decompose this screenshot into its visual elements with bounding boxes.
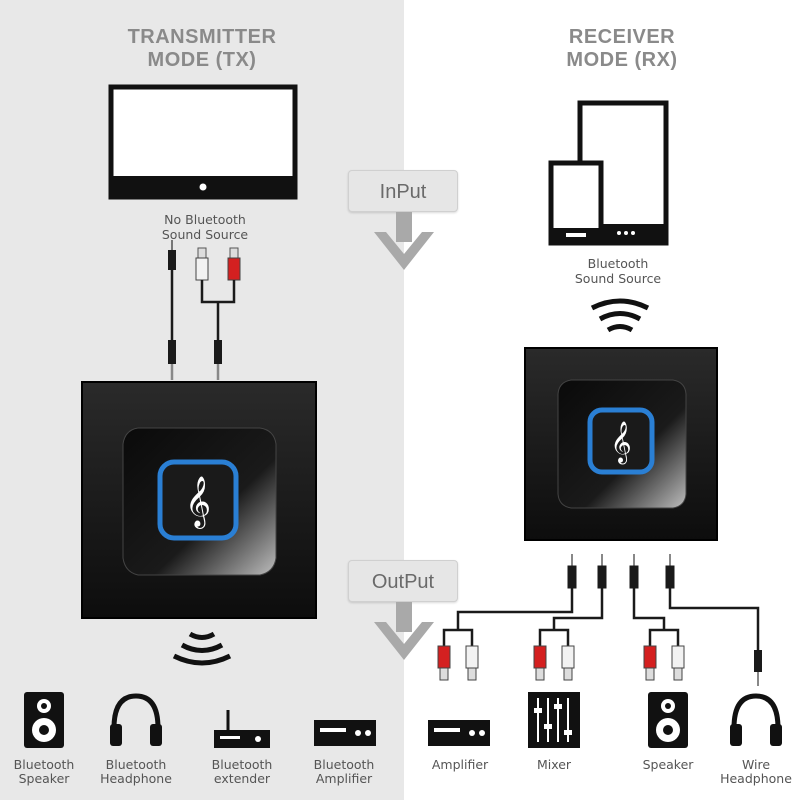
- transmitter-mode-title: TRANSMITTER MODE (TX): [92, 26, 312, 72]
- label-line1: Bluetooth: [13, 757, 75, 772]
- rx-wireless-signal-icon: [590, 298, 650, 333]
- label-line2: extender: [213, 771, 271, 786]
- rx-output-cables: [437, 554, 762, 686]
- label-line1: Bluetooth: [105, 757, 167, 772]
- tx-amplifier-icon: [314, 720, 376, 746]
- input-step-label: InPut: [379, 181, 427, 203]
- tx-wireless-signal-icon: [172, 631, 232, 666]
- tx-input-cables: [168, 240, 241, 380]
- rx-source-line1: Bluetooth: [587, 256, 649, 271]
- rx-title-line2: MODE (RX): [566, 49, 678, 71]
- rx-device-label-headphone: Wire Headphone: [706, 758, 800, 786]
- label-line1: Bluetooth: [211, 757, 273, 772]
- label-line2: Amplifier: [315, 771, 373, 786]
- rx-device-label-speaker: Speaker: [618, 758, 718, 772]
- label-line1: Amplifier: [431, 757, 489, 772]
- tx-title-line2: MODE (TX): [147, 49, 257, 71]
- rx-bluetooth-adapter: 𝄞: [524, 347, 718, 541]
- rx-mixer-icon: [528, 692, 580, 748]
- rx-source-line2: Sound Source: [574, 271, 662, 286]
- label-line2: Headphone: [720, 771, 792, 786]
- rx-headphone-icon: [730, 693, 782, 746]
- receiver-mode-title: RECEIVER MODE (RX): [512, 26, 732, 72]
- tx-title-line1: TRANSMITTER: [127, 26, 277, 48]
- tx-source-caption: No Bluetooth Sound Source: [130, 212, 280, 242]
- rx-device-label-amplifier: Amplifier: [410, 758, 510, 772]
- rx-source-caption: Bluetooth Sound Source: [543, 256, 693, 286]
- rx-amplifier-icon: [428, 720, 490, 746]
- svg-text:𝄞: 𝄞: [610, 421, 631, 464]
- tx-device-label-extender: Bluetooth extender: [192, 758, 292, 786]
- label-line2: Headphone: [100, 771, 172, 786]
- output-step-label: OutPut: [371, 571, 435, 593]
- tx-treble-clef-icon: [160, 462, 236, 538]
- tx-speaker-icon: [24, 692, 64, 748]
- output-down-arrow-icon: [374, 602, 434, 660]
- rx-speaker-icon: [648, 692, 688, 748]
- rx-device-label-mixer: Mixer: [504, 758, 604, 772]
- output-step-box: OutPut: [348, 560, 458, 602]
- label-line1: Speaker: [642, 757, 694, 772]
- tx-source-line2: Sound Source: [161, 227, 249, 242]
- tx-device-label-speaker: Bluetooth Speaker: [0, 758, 94, 786]
- tx-device-label-amplifier: Bluetooth Amplifier: [294, 758, 394, 786]
- tx-extender-icon: [214, 710, 270, 748]
- label-line1: Bluetooth: [313, 757, 375, 772]
- label-line1: Wire: [741, 757, 771, 772]
- input-step-box: InPut: [348, 170, 458, 212]
- label-line2: Speaker: [18, 771, 70, 786]
- tx-bluetooth-adapter: 𝄞: [81, 381, 317, 619]
- rx-title-line1: RECEIVER: [568, 26, 676, 48]
- tx-source-line1: No Bluetooth: [164, 212, 246, 227]
- label-line1: Mixer: [536, 757, 572, 772]
- svg-text:𝄞: 𝄞: [185, 476, 211, 529]
- tablet-phone-icon: [548, 100, 669, 246]
- tv-monitor-icon: [108, 84, 298, 200]
- tx-device-label-headphone: Bluetooth Headphone: [86, 758, 186, 786]
- input-down-arrow-icon: [374, 212, 434, 270]
- tx-headphone-icon: [110, 693, 162, 746]
